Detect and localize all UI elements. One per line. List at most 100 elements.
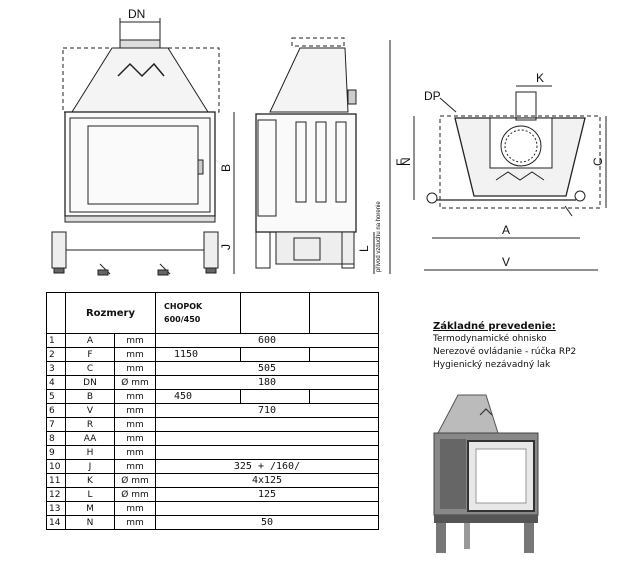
row-number-cell: 4 <box>46 375 66 390</box>
dim-f-label: F <box>394 159 408 166</box>
row-unit-cell: mm <box>114 347 156 362</box>
row-number-cell: 11 <box>46 473 66 488</box>
dim-dp-label: DP <box>424 89 441 103</box>
dim-v-label: V <box>502 255 510 269</box>
dim-k-label: K <box>536 71 544 85</box>
row-dimension-cell: C <box>65 361 115 376</box>
row-number-cell: 10 <box>46 459 66 474</box>
row-number-cell: 9 <box>46 445 66 460</box>
air-intake-note: přívod vzduchu na horenie <box>376 201 382 272</box>
row-value-cell: 1150 <box>155 347 241 362</box>
row-number-cell: 12 <box>46 487 66 502</box>
row-number-cell: 8 <box>46 431 66 446</box>
row-number-cell: 2 <box>46 347 66 362</box>
row-unit-cell: mm <box>114 403 156 418</box>
table-header-row: Rozmery CHOPOK 600/450 <box>46 292 379 334</box>
row-empty-cell <box>309 389 379 404</box>
row-empty-cell <box>240 389 310 404</box>
dim-b-label: B <box>219 164 233 172</box>
front-view: DN <box>51 7 220 276</box>
notes-line: Termodynamické ohnisko <box>433 334 547 344</box>
row-unit-cell: mm <box>114 333 156 348</box>
row-value-cell: 505 <box>155 361 379 376</box>
row-dimension-cell: N <box>65 515 115 530</box>
row-dimension-cell: AA <box>65 431 115 446</box>
row-number-cell: 13 <box>46 501 66 516</box>
row-unit-cell: Ø mm <box>114 473 156 488</box>
dim-dn-label: DN <box>128 7 145 21</box>
technical-drawing: DN <box>51 7 607 276</box>
header-product-name: CHOPOK <box>164 302 203 311</box>
row-dimension-cell: K <box>65 473 115 488</box>
row-dimension-cell: J <box>65 459 115 474</box>
row-dimension-cell: V <box>65 403 115 418</box>
dim-l-label: L <box>357 245 371 252</box>
notes-title: Základné prevedenie: <box>433 321 556 332</box>
notes-line: Nerezové ovládanie - rúčka RP2 <box>433 347 577 357</box>
header-product-cell: CHOPOK 600/450 <box>155 292 241 334</box>
dim-j-label: J <box>219 244 233 250</box>
basic-configuration-notes: Základné prevedenie: Termodynamické ohni… <box>433 320 576 372</box>
row-unit-cell: mm <box>114 445 156 460</box>
row-value-cell: 50 <box>155 515 379 530</box>
row-value-cell <box>155 431 379 446</box>
row-unit-cell: mm <box>114 361 156 376</box>
row-unit-cell: Ø mm <box>114 375 156 390</box>
row-value-cell: 710 <box>155 403 379 418</box>
row-unit-cell: mm <box>114 459 156 474</box>
row-value-cell: 450 <box>155 389 241 404</box>
side-view <box>233 37 391 274</box>
row-dimension-cell: L <box>65 487 115 502</box>
header-name-cell: Rozmery <box>65 292 156 334</box>
header-index-cell <box>46 292 66 334</box>
row-value-cell <box>155 445 379 460</box>
header-empty-cell <box>309 292 379 334</box>
row-number-cell: 7 <box>46 417 66 432</box>
dim-c-label: C <box>591 157 605 166</box>
row-dimension-cell: B <box>65 389 115 404</box>
header-empty-cell <box>240 292 310 334</box>
dim-n-label: N <box>399 157 413 166</box>
row-dimension-cell: DN <box>65 375 115 390</box>
header-product-size: 600/450 <box>164 315 201 324</box>
row-unit-cell: Ø mm <box>114 487 156 502</box>
row-number-cell: 1 <box>46 333 66 348</box>
row-value-cell: 325 + /160/ <box>155 459 379 474</box>
row-value-cell <box>155 417 379 432</box>
row-unit-cell: mm <box>114 431 156 446</box>
row-value-cell: 600 <box>155 333 379 348</box>
notes-line: Hygienický nezávadný lak <box>433 360 551 370</box>
row-dimension-cell: M <box>65 501 115 516</box>
row-number-cell: 6 <box>46 403 66 418</box>
row-unit-cell: mm <box>114 389 156 404</box>
row-dimension-cell: H <box>65 445 115 460</box>
row-value-cell <box>155 501 379 516</box>
row-unit-cell: mm <box>114 501 156 516</box>
row-number-cell: 14 <box>46 515 66 530</box>
row-value-cell: 4x125 <box>155 473 379 488</box>
top-view <box>413 85 607 271</box>
row-dimension-cell: F <box>65 347 115 362</box>
row-unit-cell: mm <box>114 515 156 530</box>
row-unit-cell: mm <box>114 417 156 432</box>
fireplace-illustration <box>433 394 539 553</box>
row-empty-cell <box>240 347 310 362</box>
dim-a-label: A <box>502 223 510 237</box>
row-empty-cell <box>309 347 379 362</box>
row-number-cell: 5 <box>46 389 66 404</box>
row-dimension-cell: A <box>65 333 115 348</box>
